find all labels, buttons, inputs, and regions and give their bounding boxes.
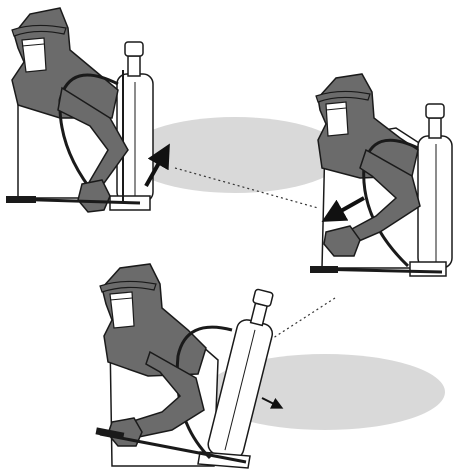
bar-handle <box>310 266 338 273</box>
face-visor <box>22 38 46 72</box>
dotted-connector-bottom <box>270 298 335 340</box>
face-visor <box>110 292 134 328</box>
figure-mid-right <box>310 74 452 276</box>
shadow-top-left <box>125 117 345 193</box>
glove <box>78 180 110 212</box>
bar-handle <box>6 196 36 203</box>
backpack-frame <box>410 262 446 276</box>
face-visor <box>326 102 348 136</box>
figure-bottom <box>95 264 282 468</box>
air-cylinder <box>418 104 452 268</box>
figure-top-left <box>6 8 164 212</box>
